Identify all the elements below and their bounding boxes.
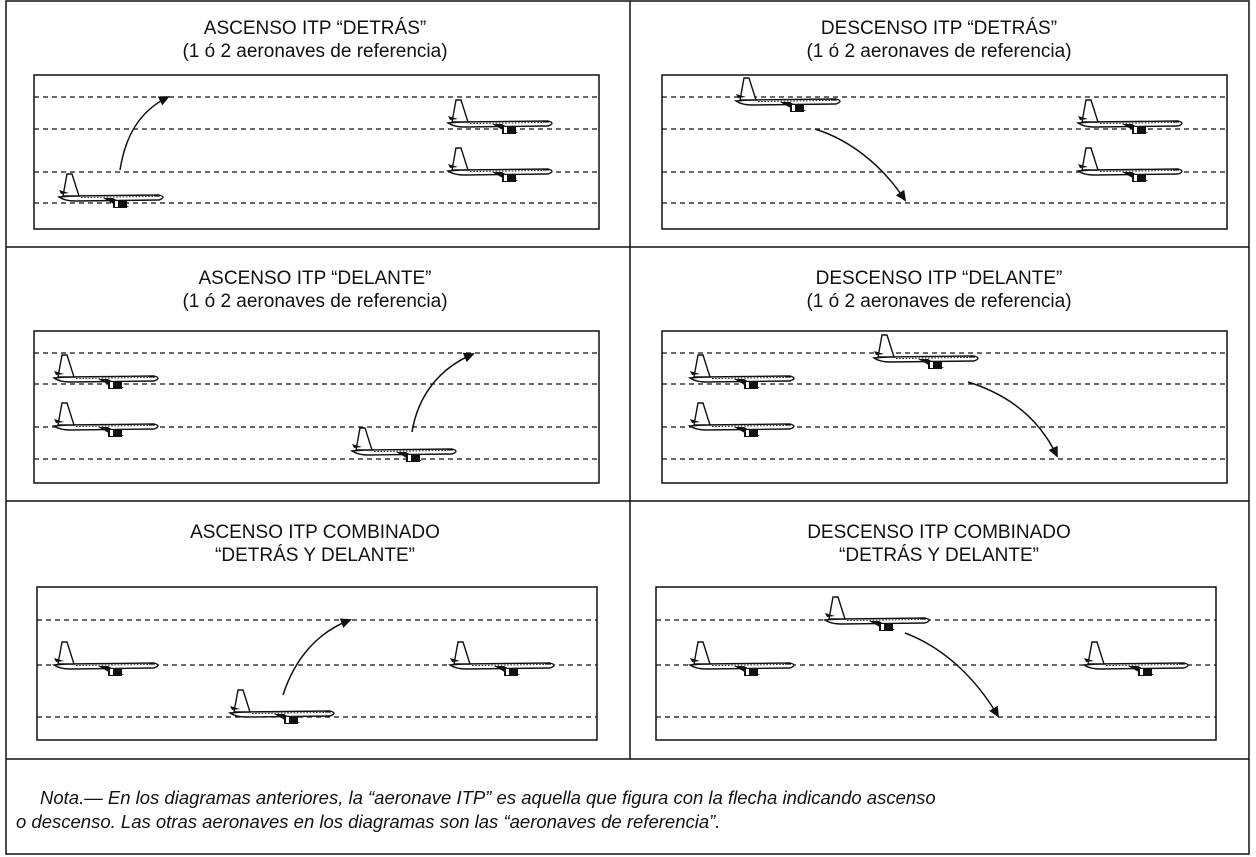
reference-aircraft-icon [447, 147, 553, 183]
panel-title-line2: (1 ó 2 aeronaves de referencia) [182, 41, 448, 62]
reference-aircraft-icon [53, 402, 159, 438]
itp-aircraft-icon [229, 689, 335, 725]
reference-aircraft-icon [53, 641, 159, 677]
panel-title: DESCENSO ITP “DETRÁS” (1 ó 2 aeronaves d… [630, 17, 1248, 63]
itp-aircraft-icon [873, 334, 979, 370]
panel-title-line2: (1 ó 2 aeronaves de referencia) [806, 291, 1072, 312]
panel-title: DESCENSO ITP “DELANTE” (1 ó 2 aeronaves … [630, 267, 1248, 313]
reference-aircraft-icon [447, 99, 553, 135]
panel-title-line1: DESCENSO ITP COMBINADO [807, 522, 1071, 543]
panel-title-line1: ASCENSO ITP “DELANTE” [198, 268, 432, 289]
descent-arrow [814, 128, 907, 202]
panel-title-line2: “DETRÁS Y DELANTE” [839, 545, 1039, 566]
reference-aircraft-icon [449, 641, 555, 677]
climb-arrow [119, 96, 170, 171]
climb-arrow [282, 618, 352, 696]
diagram-climb-behind [33, 74, 600, 230]
descent-arrow [967, 381, 1058, 458]
panel-title: ASCENSO ITP COMBINADO “DETRÁS Y DELANTE” [6, 521, 624, 567]
climb-arrow [411, 352, 475, 433]
panel-title-line2: “DETRÁS Y DELANTE” [215, 545, 415, 566]
note-line1: Nota.— En los diagramas anteriores, la “… [40, 787, 936, 808]
reference-aircraft-icon [689, 641, 795, 677]
panel-title-line1: ASCENSO ITP “DETRÁS” [203, 18, 427, 39]
panel-title: DESCENSO ITP COMBINADO “DETRÁS Y DELANTE… [630, 521, 1248, 567]
diagram-climb-ahead [33, 330, 600, 484]
diagram-descent-combined [655, 586, 1217, 741]
itp-aircraft-icon [824, 596, 930, 632]
note-text: Nota.— En los diagramas anteriores, la “… [16, 786, 1236, 834]
panel-title-line1: DESCENSO ITP “DETRÁS” [820, 18, 1058, 39]
panel-title-line2: (1 ó 2 aeronaves de referencia) [182, 291, 448, 312]
reference-aircraft-icon [1077, 147, 1183, 183]
reference-aircraft-icon [689, 354, 795, 390]
diagram-descent-ahead [661, 330, 1228, 484]
panel-title: ASCENSO ITP “DELANTE” (1 ó 2 aeronaves d… [6, 267, 624, 313]
reference-aircraft-icon [1083, 641, 1189, 677]
note-line2: o descenso. Las otras aeronaves en los d… [16, 811, 721, 832]
panel-title-line1: ASCENSO ITP COMBINADO [190, 522, 440, 543]
panel-title-line2: (1 ó 2 aeronaves de referencia) [806, 41, 1072, 62]
itp-aircraft-icon [351, 427, 457, 463]
reference-aircraft-icon [689, 402, 795, 438]
table-frame [5, 0, 1250, 855]
descent-arrow [904, 632, 1000, 718]
panel-title: ASCENSO ITP “DETRÁS” (1 ó 2 aeronaves de… [6, 17, 624, 63]
panel-title-line1: DESCENSO ITP “DELANTE” [815, 268, 1063, 289]
diagram-descent-behind [661, 74, 1228, 230]
diagram-climb-combined [36, 586, 598, 741]
itp-aircraft-icon [735, 77, 841, 113]
